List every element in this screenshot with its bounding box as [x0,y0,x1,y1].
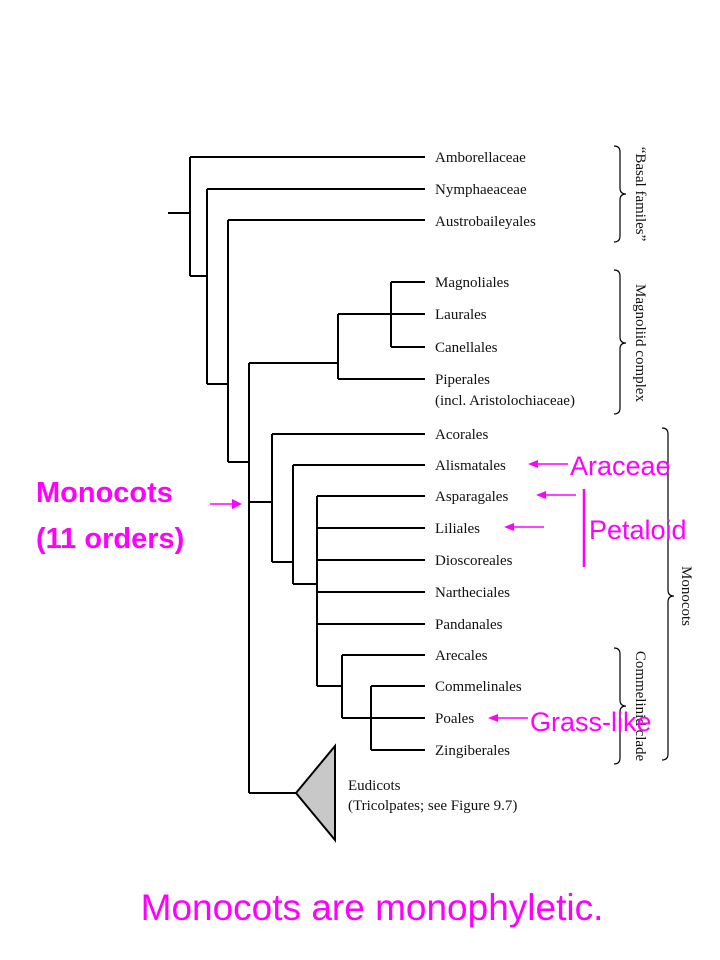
taxon-piperales-note: (incl. Aristolochiaceae) [435,393,575,409]
taxon-zingiberales: Zingiberales [435,743,510,759]
annotation-monocots: Monocots [36,477,173,509]
group-label-commelinid: Commelinid clade [632,651,648,762]
taxon-commelinales: Commelinales [435,679,522,695]
annotations: Araceae Petaloid Grass-like Monocots (11… [36,451,687,928]
taxon-magnoliales: Magnoliales [435,275,509,291]
group-braces [613,145,675,765]
taxon-pandanales: Pandanales [435,617,503,633]
annotation-grass-like: Grass-like [530,707,652,737]
taxon-arecales: Arecales [435,648,488,664]
caption: Monocots are monophyletic. [141,887,604,928]
taxon-labels: Amborellaceae Nymphaeaceae Austrobaileya… [348,150,575,814]
taxon-nymphaeaceae: Nymphaeaceae [435,182,527,198]
taxon-nartheciales: Nartheciales [435,585,510,601]
brace-monocots [661,427,675,761]
annotation-araceae: Araceae [570,451,671,481]
group-label-monocots: Monocots [678,566,694,626]
taxon-asparagales: Asparagales [435,489,508,505]
taxon-liliales: Liliales [435,521,480,537]
taxon-eudicots: Eudicots [348,778,401,794]
eudicots-triangle [294,743,336,843]
group-label-magnoliid: Magnoliid complex [632,284,648,402]
taxon-canellales: Canellales [435,340,498,356]
brace-magnoliid [613,269,627,415]
brace-basal [613,145,627,243]
group-label-basal: “Basal familes” [632,147,648,242]
annotation-petaloid: Petaloid [589,515,687,545]
brace-commelinid [613,647,627,765]
group-labels: “Basal familes” Magnoliid complex Monoco… [632,147,694,762]
annotation-monocots-orders: (11 orders) [36,523,184,555]
taxon-eudicots-note: (Tricolpates; see Figure 9.7) [348,798,517,814]
taxon-acorales: Acorales [435,427,488,443]
taxon-alismatales: Alismatales [435,458,506,474]
taxon-laurales: Laurales [435,307,487,323]
taxon-amborellaceae: Amborellaceae [435,150,526,166]
tree-branches [168,156,425,794]
taxon-piperales: Piperales [435,372,490,388]
taxon-dioscoreales: Dioscoreales [435,553,513,569]
taxon-austrobaileyales: Austrobaileyales [435,214,536,230]
taxon-poales: Poales [435,711,474,727]
